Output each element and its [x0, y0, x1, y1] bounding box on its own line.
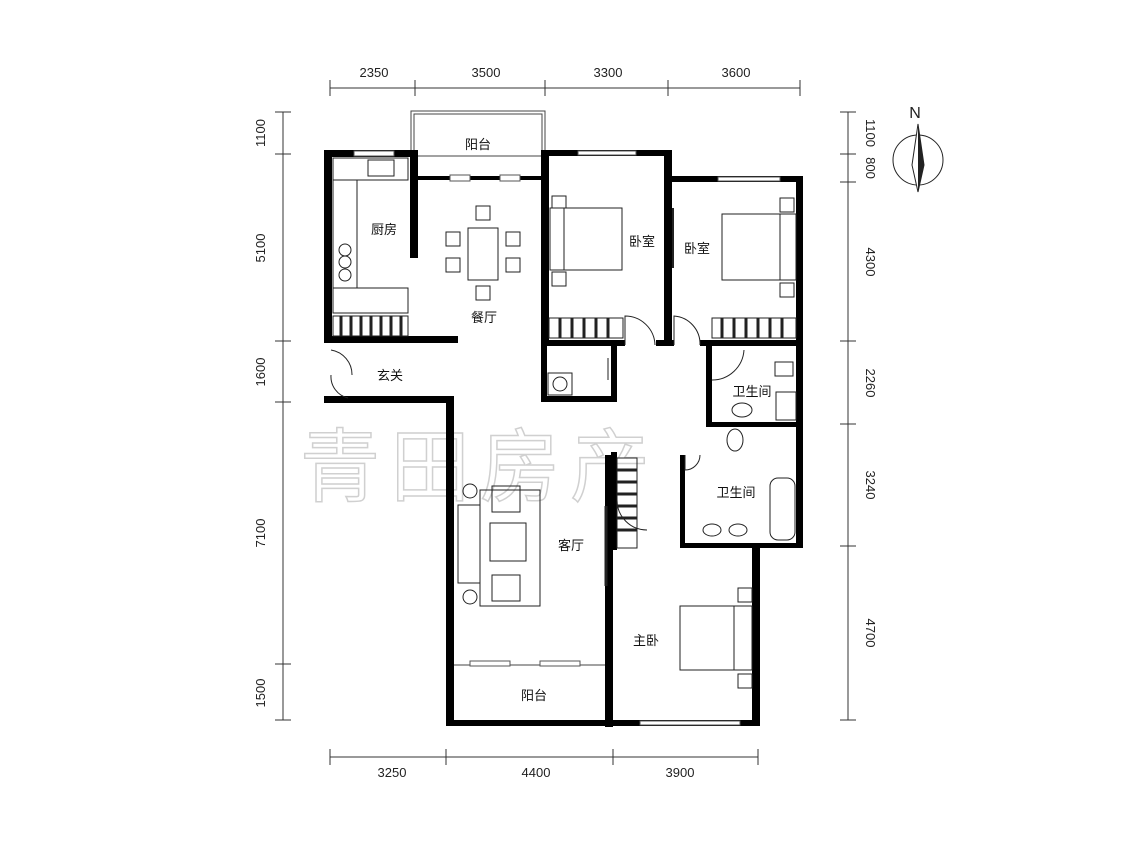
dim-left-3: 1600	[253, 358, 268, 387]
dim-left-4: 7100	[253, 519, 268, 548]
dim-top-2: 3500	[472, 65, 501, 80]
windows	[353, 150, 781, 726]
sofa-icon	[457, 504, 481, 584]
room-label-foyer: 玄关	[377, 369, 403, 384]
doors	[330, 208, 745, 586]
room-label-bathroom-2: 卫生间	[716, 486, 755, 501]
bed-icon	[721, 213, 797, 281]
basin-icon	[731, 402, 753, 418]
dim-bottom-2: 4400	[522, 765, 551, 780]
washer-icon	[547, 372, 573, 396]
dim-right-5: 3240	[863, 471, 878, 500]
furniture	[332, 157, 797, 689]
room-label-dining: 餐厅	[471, 310, 497, 326]
kitchen-counter	[332, 157, 409, 181]
room-label-balcony-top: 阳台	[465, 138, 491, 153]
room-label-bedroom-1: 卧室	[629, 234, 655, 250]
dining-table	[467, 227, 499, 281]
kitchen-cabinet-slats	[332, 315, 409, 337]
toilet-icon	[774, 361, 794, 377]
room-label-living: 客厅	[558, 538, 584, 554]
room-label-balcony-bottom: 阳台	[521, 689, 547, 704]
compass-label: N	[909, 105, 921, 122]
dim-right-4: 2260	[863, 369, 878, 398]
dim-bottom-1: 3250	[378, 765, 407, 780]
room-label-bathroom-1: 卫生间	[732, 385, 771, 400]
dim-top-1: 2350	[360, 65, 389, 80]
dimension-labels: 2350 3500 3300 3600 3250 4400 3900 1100 …	[253, 65, 878, 780]
dim-left-1: 1100	[253, 119, 268, 147]
coffee-table	[489, 522, 527, 562]
stove-icon	[338, 255, 352, 269]
sink-icon	[367, 159, 395, 177]
dim-top-3: 3300	[594, 65, 623, 80]
dim-left-2: 5100	[253, 234, 268, 263]
room-label-bedroom-2: 卧室	[684, 241, 710, 257]
bed-icon	[679, 605, 753, 671]
dim-top-4: 3600	[722, 65, 751, 80]
dimension-lines	[275, 80, 856, 765]
dim-right-2: 800	[863, 157, 878, 179]
toilet-icon	[726, 428, 744, 452]
bed-icon	[549, 207, 623, 271]
dim-left-5: 1500	[253, 679, 268, 708]
balcony-outlines	[410, 110, 612, 724]
bathtub-icon	[769, 477, 796, 541]
room-label-kitchen: 厨房	[371, 222, 397, 238]
room-label-master-bedroom: 主卧	[633, 634, 659, 649]
dim-right-3: 4300	[863, 248, 878, 277]
basin-icon	[702, 523, 722, 537]
dim-bottom-3: 3900	[666, 765, 695, 780]
compass-icon: N	[892, 105, 944, 193]
watermark: 青田房产	[300, 421, 660, 514]
dim-right-1: 1100	[863, 119, 878, 147]
dim-right-6: 4700	[863, 619, 878, 648]
room-labels: 阳台 厨房 餐厅 卧室 卧室 玄关 卫生间 卫生间 客厅 主卧 阳台	[371, 138, 772, 704]
